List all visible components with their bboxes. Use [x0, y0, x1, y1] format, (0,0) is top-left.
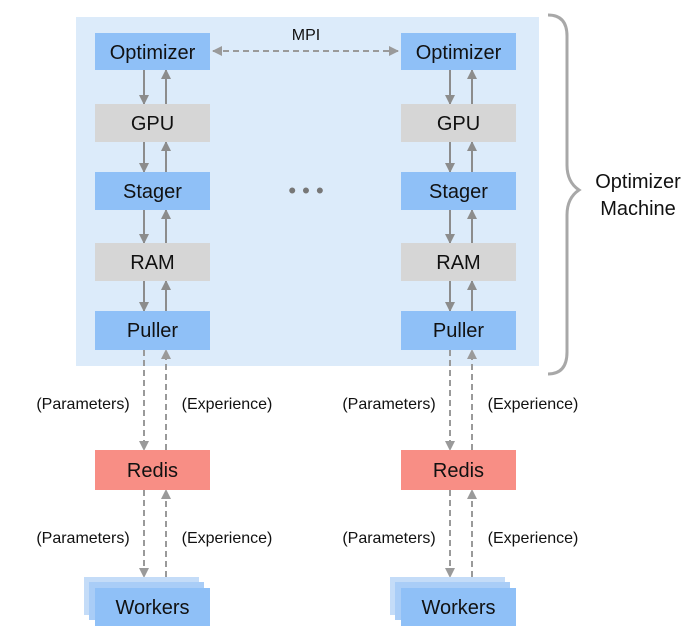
gpu-label: GPU	[131, 113, 174, 135]
parameters-label: (Parameters)	[342, 530, 435, 547]
gpu-box	[95, 104, 210, 142]
ram-box	[401, 243, 516, 281]
redis-box	[401, 450, 516, 490]
machine-label-line1: Optimizer	[595, 171, 681, 193]
workers-label: Workers	[115, 597, 189, 619]
gpu-box	[401, 104, 516, 142]
ram-label: RAM	[130, 252, 174, 274]
experience-label: (Experience)	[182, 396, 273, 413]
puller-label: Puller	[433, 320, 484, 342]
parameters-label: (Parameters)	[36, 530, 129, 547]
ram-box	[95, 243, 210, 281]
workers-box	[95, 588, 210, 626]
stager-box	[401, 172, 516, 210]
machine-label-line2: Machine	[600, 198, 676, 220]
stager-label: Stager	[123, 181, 182, 203]
optimizer-machine-brace	[547, 13, 582, 376]
puller-label: Puller	[127, 320, 178, 342]
workers-label: Workers	[421, 597, 495, 619]
optimizer-label: Optimizer	[110, 42, 196, 64]
puller-box	[401, 311, 516, 350]
optimizer-box	[95, 33, 210, 70]
experience-label: (Experience)	[488, 396, 579, 413]
ram-label: RAM	[436, 252, 480, 274]
workers-box	[401, 588, 516, 626]
gpu-label: GPU	[437, 113, 480, 135]
column-2: Optimizer GPU Stager RAM Puller Redis Wo…	[342, 33, 578, 626]
stager-box	[95, 172, 210, 210]
experience-label: (Experience)	[182, 530, 273, 547]
optimizer-box	[401, 33, 516, 70]
redis-label: Redis	[433, 460, 484, 482]
mpi-label: MPI	[292, 27, 320, 44]
redis-label: Redis	[127, 460, 178, 482]
redis-box	[95, 450, 210, 490]
experience-label: (Experience)	[488, 530, 579, 547]
puller-box	[95, 311, 210, 350]
column-1: Optimizer GPU Stager RAM Puller Redis Wo…	[36, 33, 272, 626]
stager-label: Stager	[429, 181, 488, 203]
optimizer-label: Optimizer	[416, 42, 502, 64]
ellipsis: • • •	[288, 178, 323, 203]
parameters-label: (Parameters)	[36, 396, 129, 413]
parameters-label: (Parameters)	[342, 396, 435, 413]
